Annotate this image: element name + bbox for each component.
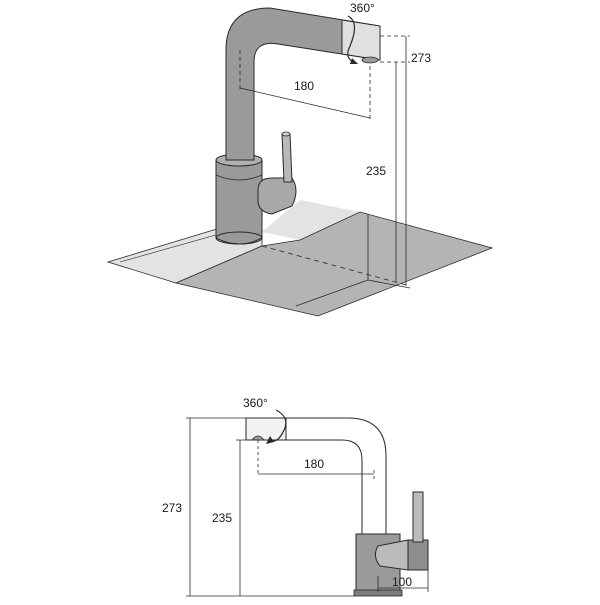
total-height-label: 273 bbox=[162, 501, 182, 515]
dim-180-line bbox=[239, 87, 371, 119]
reach-label: 180 bbox=[294, 79, 314, 93]
side-lever-cap bbox=[407, 539, 429, 571]
rotation-arrow bbox=[347, 15, 356, 63]
spout-head bbox=[341, 19, 381, 61]
spout-height-label: 273 bbox=[411, 51, 431, 65]
side-view: 360° 273 235 180 100 bbox=[162, 396, 429, 597]
tap-base-ring bbox=[215, 174, 263, 181]
side-rotation-label: 360° bbox=[243, 396, 268, 410]
side-spout-head bbox=[245, 417, 287, 441]
side-rotation-arrow bbox=[269, 409, 287, 442]
base-width-label: 100 bbox=[392, 575, 412, 589]
base-plane-dash bbox=[261, 245, 411, 287]
tap-base bbox=[215, 159, 263, 245]
body-height-label: 235 bbox=[366, 164, 386, 178]
outlet-height-label: 235 bbox=[212, 511, 232, 525]
lever-tip bbox=[281, 131, 291, 137]
sink-inner-edge-front bbox=[295, 279, 369, 307]
rotation-arrow-head bbox=[350, 58, 358, 64]
side-reach-label: 180 bbox=[304, 457, 324, 471]
tap-base-bottom bbox=[215, 231, 263, 245]
perspective-view: 360° 273 235 180 bbox=[106, 1, 494, 317]
spout-outlet bbox=[361, 56, 379, 64]
rotation-label: 360° bbox=[350, 1, 375, 15]
countertop-back bbox=[262, 200, 360, 240]
side-lever-handle bbox=[412, 491, 424, 543]
side-outlet bbox=[251, 435, 265, 441]
lever-hub bbox=[257, 177, 297, 215]
lever-handle bbox=[281, 133, 293, 183]
side-rotation-arrow-head bbox=[266, 436, 274, 444]
sink-inner-edge-right bbox=[367, 279, 411, 289]
